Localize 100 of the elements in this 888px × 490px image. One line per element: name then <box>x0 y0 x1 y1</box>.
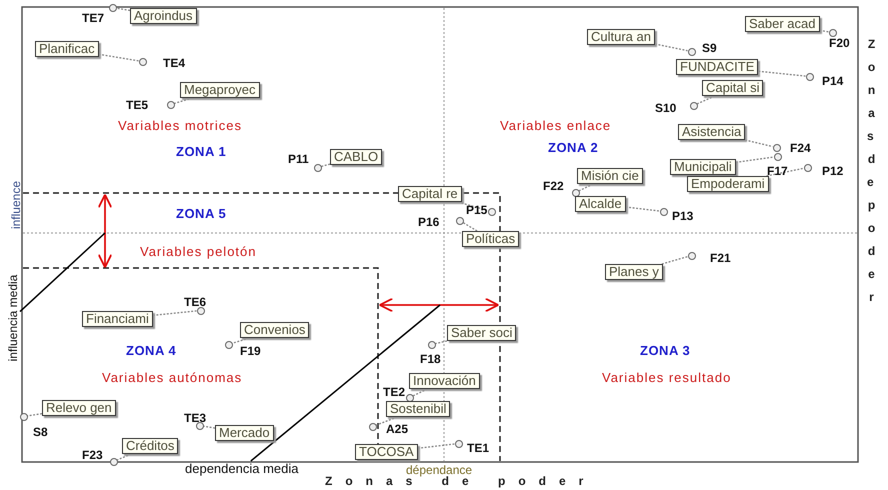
variable-label: Convenios <box>240 322 310 338</box>
point-code: TE7 <box>82 11 104 25</box>
point-code: P13 <box>672 209 694 223</box>
leader-line <box>116 8 130 12</box>
variable-label: Municipali <box>670 159 736 175</box>
data-point-marker <box>772 144 780 152</box>
leader-line <box>696 95 716 104</box>
data-point-marker <box>314 164 322 172</box>
leader-line <box>152 310 197 316</box>
point-code: P15 <box>466 203 488 217</box>
leader-line <box>27 413 42 417</box>
data-point-marker <box>806 72 814 80</box>
zone-title: ZONA 5 <box>176 206 226 221</box>
point-code: F24 <box>790 141 811 155</box>
leader-line <box>626 206 660 212</box>
variable-label: Capital si <box>702 80 764 96</box>
leader-line <box>654 43 688 52</box>
point-code: S9 <box>702 41 717 55</box>
point-code: P11 <box>288 152 309 166</box>
variable-label: Sostenibil <box>386 401 450 417</box>
data-point-marker <box>688 48 696 56</box>
variable-label: Relevo gen <box>42 400 116 416</box>
axis-annotation: influencia media <box>6 263 20 373</box>
point-code: P12 <box>822 164 844 178</box>
zone-title: ZONA 2 <box>548 140 598 155</box>
variable-label: Alcalde <box>575 196 626 212</box>
data-point-marker <box>196 422 204 430</box>
leader-line <box>819 30 829 32</box>
zone-title: ZONA 4 <box>126 343 176 358</box>
point-code: F21 <box>710 251 731 265</box>
leader-line <box>662 256 688 265</box>
axis-title: Zonas de poder <box>867 36 876 306</box>
data-point-marker <box>660 208 668 216</box>
leader-line <box>203 426 216 429</box>
leader-line <box>174 97 193 104</box>
leader-line <box>98 54 139 62</box>
data-point-marker <box>406 394 414 402</box>
point-code: TE4 <box>163 56 186 70</box>
data-point-marker <box>368 422 376 430</box>
variable-label: Planificac <box>35 41 99 57</box>
variable-label: Innovación <box>409 373 480 389</box>
point-code: F19 <box>240 344 261 358</box>
data-point-marker <box>774 152 782 160</box>
leader-line <box>116 453 132 461</box>
point-code: S8 <box>33 425 48 439</box>
variable-label: FUNDACITE <box>676 59 758 75</box>
variable-label: Planes y <box>605 264 663 280</box>
data-point-marker <box>804 164 812 172</box>
point-code: TE6 <box>184 295 206 309</box>
zone-title: ZONA 3 <box>640 343 690 358</box>
variable-label: Cultura an <box>587 29 655 45</box>
variable-label: Mercado <box>215 425 274 441</box>
variable-label: Agroindus <box>130 8 197 24</box>
point-code: P14 <box>822 74 844 88</box>
point-code: F20 <box>829 36 850 50</box>
variable-label: Asistencia <box>678 124 746 140</box>
data-point-marker <box>454 440 462 448</box>
variable-label: CABLO <box>330 149 382 165</box>
leader-line <box>766 168 804 177</box>
point-code: S10 <box>655 101 676 115</box>
variable-label: Capital re <box>398 186 462 202</box>
zone-description: Variables autónomas <box>102 370 242 385</box>
leader-line <box>412 388 428 396</box>
data-point-marker <box>20 412 28 420</box>
data-point-marker <box>828 28 836 36</box>
leader-line <box>744 139 773 148</box>
leader-line <box>462 222 478 232</box>
leader-line <box>758 70 806 77</box>
variable-label: Saber acad <box>745 16 820 32</box>
point-code: F22 <box>543 179 564 193</box>
point-code: F23 <box>82 448 103 462</box>
leader-line <box>578 183 594 192</box>
data-point-marker <box>138 58 146 66</box>
axis-title: dépendance <box>406 463 472 477</box>
leader-line <box>418 443 455 449</box>
zone-title: ZONA 1 <box>176 144 226 159</box>
zone-description: Variables pelotón <box>140 244 256 259</box>
point-code: TE2 <box>383 385 406 399</box>
point-code: F18 <box>420 352 441 366</box>
data-point-marker <box>488 208 496 216</box>
axis-title: influence <box>9 180 23 232</box>
variable-label: Megaproyec <box>180 82 260 98</box>
variable-label: Créditos <box>122 438 178 454</box>
zone-description: Variables motrices <box>118 118 242 133</box>
data-point-marker <box>224 340 232 348</box>
data-point-marker <box>108 4 116 12</box>
leader-line <box>435 340 448 344</box>
variable-label: Políticas <box>462 231 520 247</box>
leader-line <box>232 337 250 344</box>
data-point-marker <box>196 306 204 314</box>
variable-label: Saber soci <box>447 325 516 341</box>
axis-annotation: dependencia media <box>185 461 298 476</box>
data-point-marker <box>572 188 580 196</box>
point-code: TE3 <box>184 411 206 425</box>
data-point-marker <box>166 100 174 108</box>
variable-label: TOCOSA <box>355 444 418 460</box>
leader-line <box>376 416 398 426</box>
data-point-marker <box>110 458 118 466</box>
point-code: A25 <box>386 422 408 436</box>
data-point-marker <box>690 102 698 110</box>
